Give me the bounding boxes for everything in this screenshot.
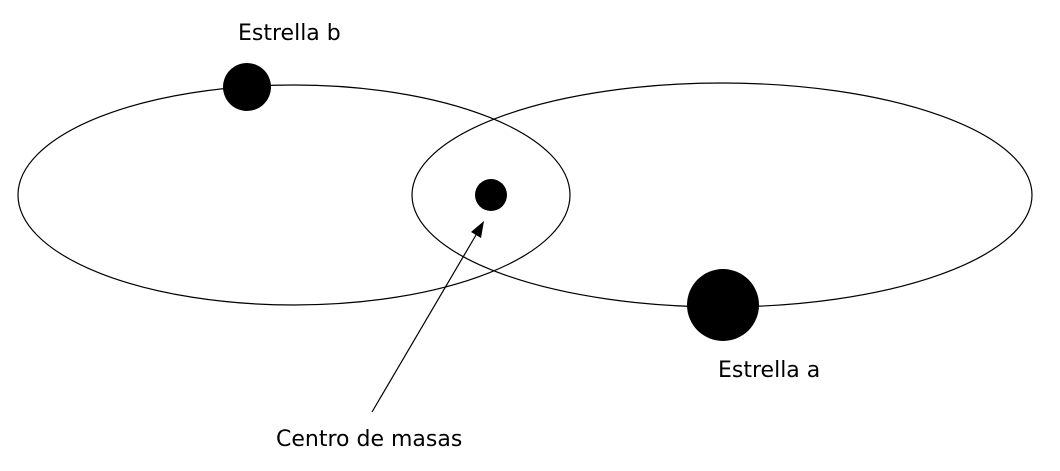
center-of-mass-arrowhead — [471, 221, 484, 238]
label-star-b: Estrella b — [238, 21, 341, 46]
orbit-star-b — [17, 84, 571, 306]
label-center-of-mass: Centro de masas — [276, 427, 462, 452]
star-a — [687, 269, 759, 341]
center-of-mass-dot — [475, 179, 507, 211]
center-of-mass-arrow-line — [371, 234, 477, 413]
star-b — [223, 63, 271, 111]
label-star-a: Estrella a — [718, 358, 820, 383]
